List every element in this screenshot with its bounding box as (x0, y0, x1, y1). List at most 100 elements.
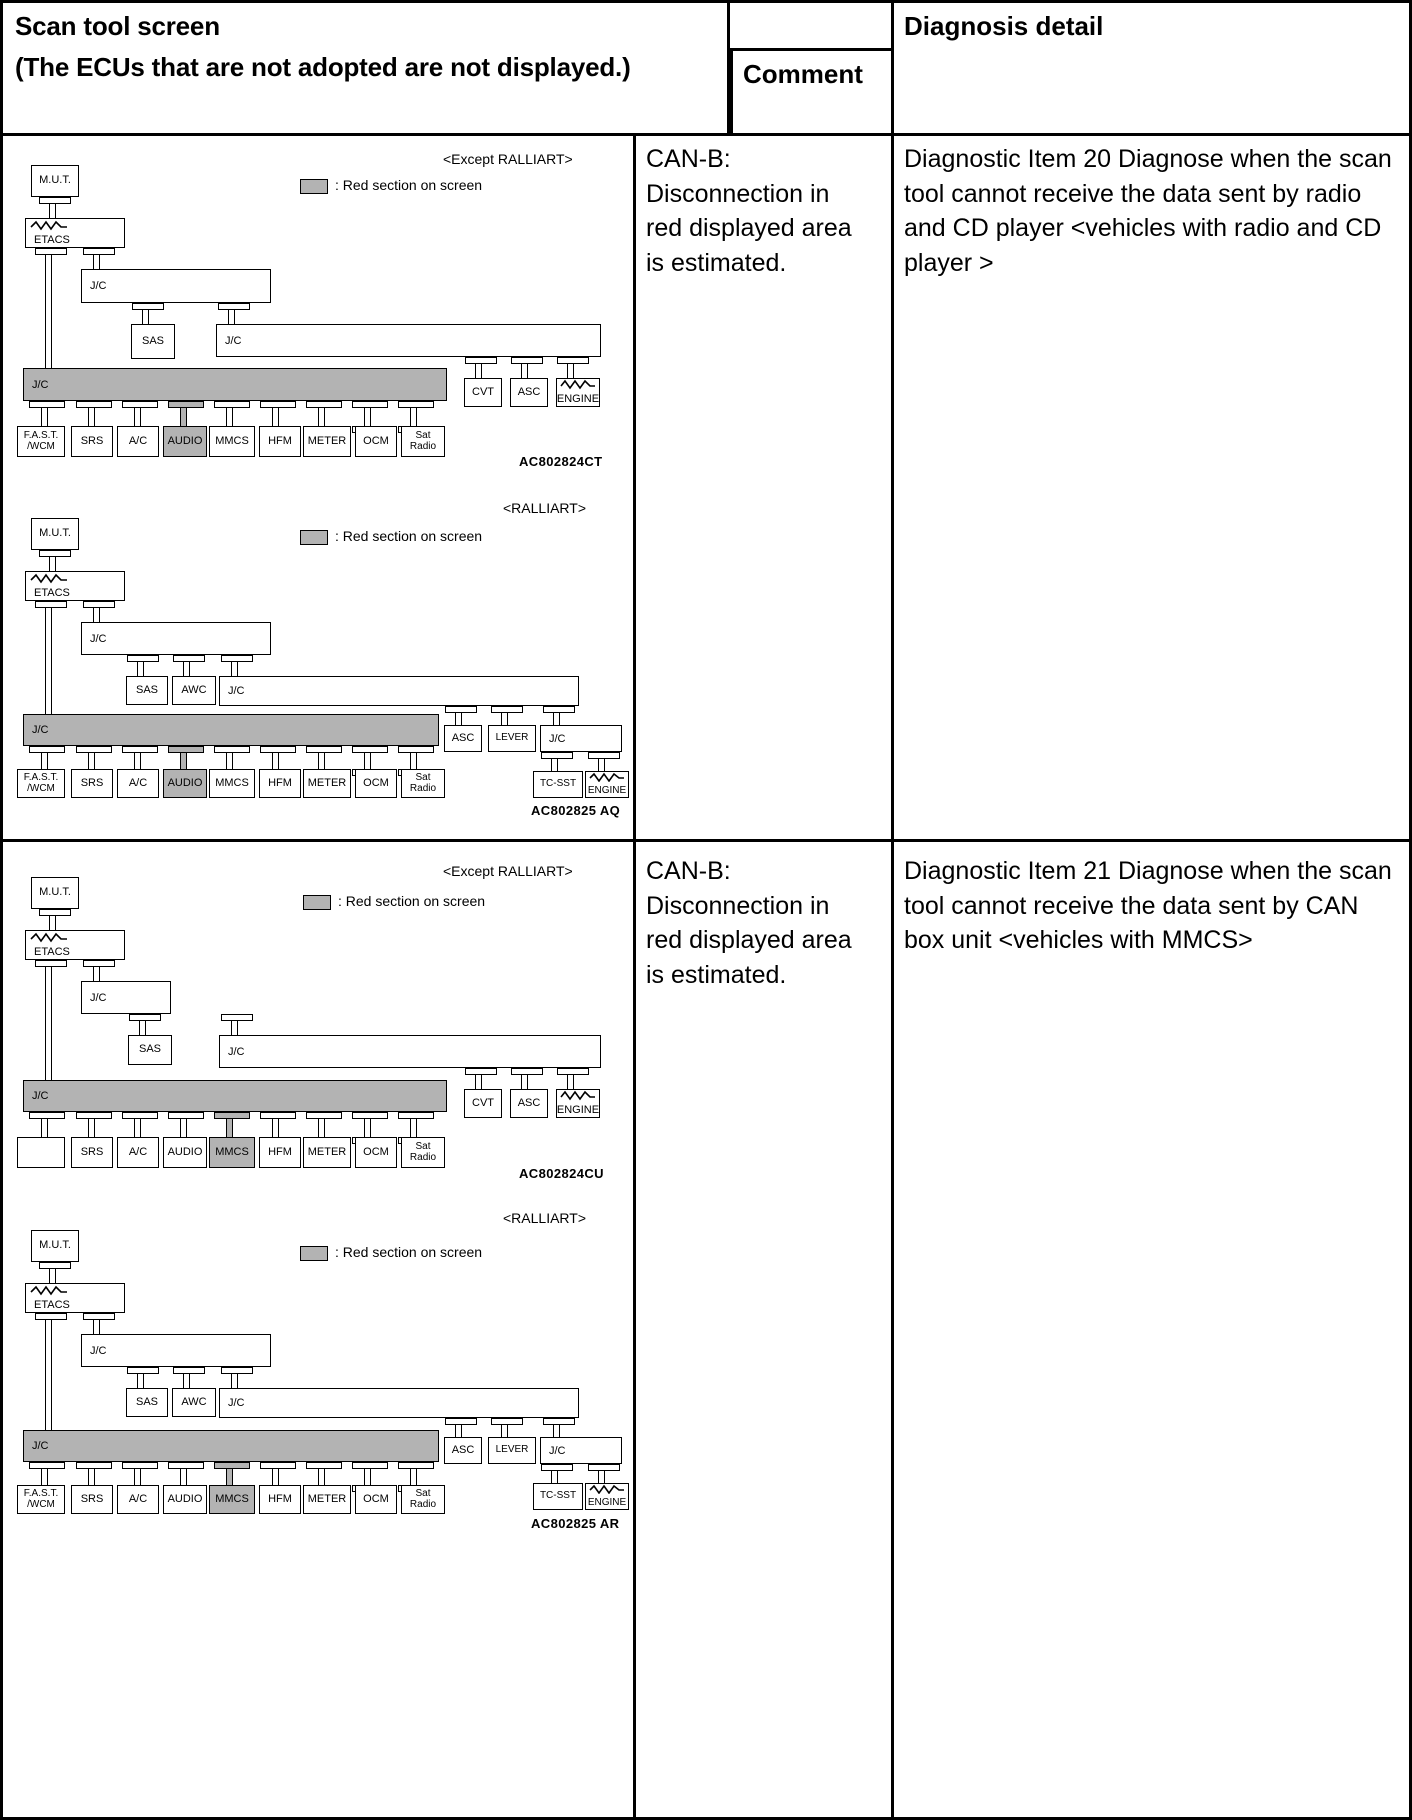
connector-link (137, 1374, 144, 1388)
node-etacs: ETACS (25, 571, 125, 601)
connector-link (93, 1320, 100, 1334)
connector-pad (129, 1014, 161, 1021)
row-2-detail: Diagnostic Item 21 Diagnose when the sca… (904, 857, 1392, 954)
connector-pad (445, 706, 477, 713)
connector-link (455, 713, 462, 725)
row-1-comment: CAN-B: Disconnection in red displayed ar… (646, 145, 852, 277)
diagram-ac802824ct: <Except RALLIART> : Red section on scree… (3, 143, 633, 483)
connector-link (45, 967, 52, 1080)
ecu-audio: AUDIO (163, 769, 207, 798)
bus-jc-level3: J/C (219, 1388, 579, 1418)
connector-link (501, 713, 508, 725)
connector-link (93, 608, 100, 622)
connector-link (139, 1021, 146, 1035)
connector-link (567, 364, 574, 378)
connector-pad (465, 1068, 497, 1075)
connector-pad (511, 357, 543, 364)
connector-pad (83, 960, 115, 967)
connector-pad (557, 357, 589, 364)
connector-pad (588, 752, 620, 759)
ecu-mmcs: MMCS (209, 1137, 255, 1168)
variant-label: <RALLIART> (503, 500, 587, 516)
part-number: AC802824CT (519, 454, 603, 469)
connector-pad (39, 909, 71, 916)
connector-link (228, 310, 235, 324)
node-sas: SAS (126, 676, 168, 705)
connector-pad (445, 1418, 477, 1425)
connector-link (598, 759, 605, 771)
connector-link (45, 1320, 52, 1430)
diagram-ac802824cu: <Except RALLIART> : Red section on scree… (3, 855, 633, 1195)
node-mut: M.U.T. (31, 518, 79, 550)
connector-pad (491, 706, 523, 713)
connector-pad (221, 1367, 253, 1374)
connector-link (521, 364, 528, 378)
connector-pad (83, 1313, 115, 1320)
row-1-detail: Diagnostic Item 20 Diagnose when the sca… (904, 145, 1392, 277)
row-divider (3, 839, 1409, 842)
node-lever: LEVER (488, 1437, 536, 1464)
ecu-meter: METER (303, 1485, 351, 1514)
connector-pad (35, 601, 67, 608)
node-asc: ASC (444, 725, 482, 752)
variant-label: <Except RALLIART> (443, 151, 573, 167)
connector-pad (35, 1313, 67, 1320)
connector-pad (35, 248, 67, 255)
bus-jc-level2: J/C (81, 981, 171, 1014)
scan-tool-title: Scan tool screen (15, 11, 220, 41)
connector-link (553, 1425, 560, 1437)
part-number: AC802825 AR (531, 1516, 620, 1531)
connector-pad (39, 550, 71, 557)
ecu-fast-wcm: F.A.S.T. /WCM (17, 1485, 65, 1514)
legend-swatch (300, 530, 328, 545)
node-cvt: CVT (464, 378, 502, 407)
row-2-comment: CAN-B: Disconnection in red displayed ar… (646, 857, 852, 989)
legend-text: : Red section on screen (335, 177, 483, 193)
ecu-mmcs: MMCS (209, 1485, 255, 1514)
connector-pad (511, 1068, 543, 1075)
node-asc: ASC (444, 1437, 482, 1464)
header-diagnosis-detail: Diagnosis detail (891, 3, 1409, 136)
legend-text: : Red section on screen (335, 1244, 483, 1260)
ecu-ocm: OCM (355, 1137, 397, 1168)
connector-pad (465, 357, 497, 364)
ecu-fast-wcm: F.A.S.T. /WCM (17, 426, 65, 457)
ecu-ac: A/C (117, 769, 159, 798)
node-asc: ASC (510, 1089, 548, 1118)
connector-pad (491, 1418, 523, 1425)
connector-link (142, 310, 149, 324)
ecu-hfm: HFM (259, 1137, 301, 1168)
connector-pad (221, 655, 253, 662)
connector-link (551, 759, 558, 771)
legend-swatch (300, 1246, 328, 1261)
node-mut: M.U.T. (31, 877, 79, 909)
legend-text: : Red section on screen (338, 893, 486, 909)
ecu-sat-radio: Sat Radio (401, 1485, 445, 1514)
resistor-icon (560, 379, 595, 390)
comment-title: Comment (743, 59, 863, 89)
connector-pad (541, 1464, 573, 1471)
node-asc: ASC (510, 378, 548, 407)
ecu-hfm: HFM (259, 769, 301, 798)
resistor-icon (30, 573, 67, 584)
connector-pad (541, 752, 573, 759)
node-awc: AWC (172, 676, 216, 705)
connector-link (93, 255, 100, 269)
bus-jc-level3: J/C (216, 324, 601, 357)
connector-pad (557, 1068, 589, 1075)
connector-link (93, 967, 100, 981)
node-tcsst: TC-SST (533, 771, 583, 798)
ecu-audio: AUDIO (163, 1485, 207, 1514)
connector-link (49, 204, 56, 218)
connector-link (231, 1021, 238, 1035)
diagram-ac802825aq: <RALLIART> : Red section on screen M.U.T… (3, 498, 633, 828)
bus-jc-main-red: J/C (23, 368, 447, 401)
diagram-ac802825ar: <RALLIART> : Red section on screen M.U.T… (3, 1208, 633, 1548)
node-lever: LEVER (488, 725, 536, 752)
connector-pad (132, 303, 164, 310)
resistor-icon (560, 1090, 595, 1101)
ecu-audio: AUDIO (163, 426, 207, 457)
node-etacs: ETACS (25, 218, 125, 248)
connector-pad (221, 1014, 253, 1021)
connector-pad (83, 601, 115, 608)
